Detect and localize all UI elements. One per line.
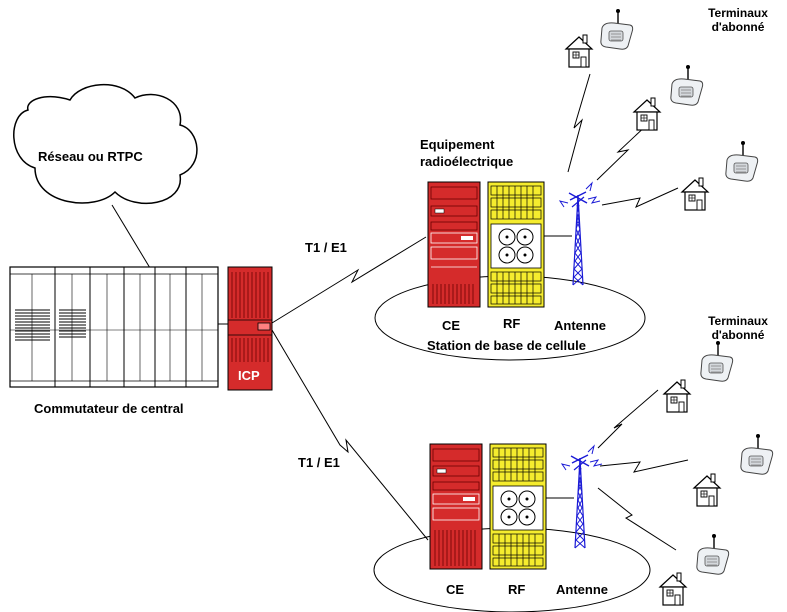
icp-rack (227, 266, 273, 391)
ce-rack-top (427, 181, 481, 308)
rf-label-bottom: RF (508, 582, 526, 597)
ce-rack-bottom (429, 443, 483, 570)
cloud-label: Réseau ou RTPC (38, 149, 143, 164)
antenna-tower-top (559, 182, 601, 286)
antenna-tower-bottom (561, 445, 603, 549)
subscriber-top-2 (633, 64, 704, 131)
subscriber-top-1 (565, 8, 634, 68)
ce-label-bottom: CE (446, 582, 465, 597)
antenna-label-bottom: Antenne (556, 582, 608, 597)
antenna-label-top: Antenne (554, 318, 606, 333)
station-label: Station de base de cellule (427, 338, 586, 353)
rf-rack-bottom (489, 443, 547, 570)
link-top (271, 236, 427, 324)
subscriber-bottom-2 (693, 433, 774, 507)
rf-label-top: RF (503, 316, 521, 331)
network-cloud (13, 84, 198, 205)
rf-rack-top (487, 181, 545, 308)
cloud-switch-link (111, 204, 151, 269)
link-top-label: T1 / E1 (305, 240, 347, 255)
terminals-top-label: Terminaux d'abonné (708, 6, 768, 34)
ce-label-top: CE (442, 318, 461, 333)
wireless-links-top (567, 73, 679, 208)
link-bottom (271, 329, 429, 541)
switch-label: Commutateur de central (34, 401, 184, 416)
subscriber-bottom-1 (663, 340, 734, 413)
wireless-links-bottom (597, 389, 689, 551)
radio-equipment-label: Equipement radioélectrique (420, 137, 514, 169)
subscriber-bottom-3 (659, 533, 730, 606)
subscriber-top-3 (681, 140, 759, 211)
central-office-switch (9, 266, 219, 388)
icp-label: ICP (238, 368, 260, 383)
link-bottom-label: T1 / E1 (298, 455, 340, 470)
terminals-mid-label: Terminaux d'abonné (708, 314, 768, 342)
